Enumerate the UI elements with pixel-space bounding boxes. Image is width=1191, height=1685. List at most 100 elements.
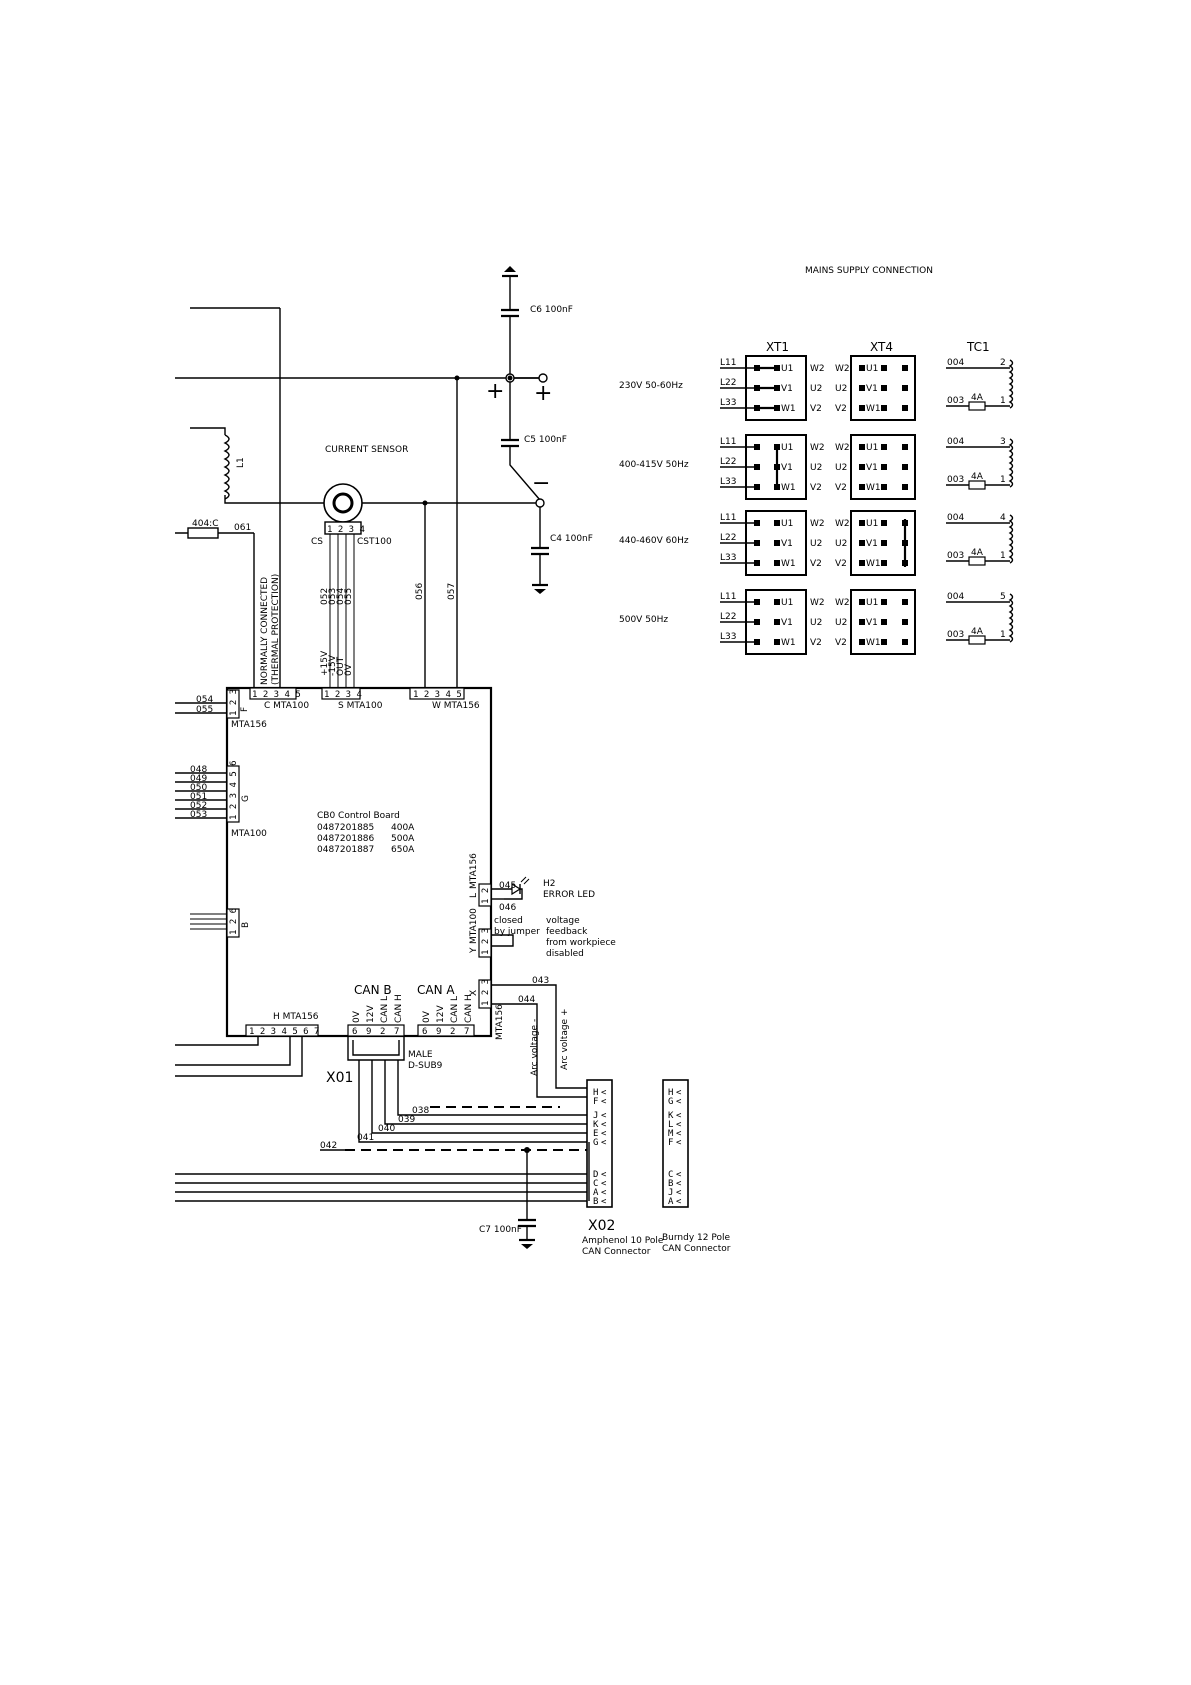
- x02-pin-mark: <: [601, 1088, 607, 1098]
- xt4-terminal-in: W2: [835, 443, 850, 453]
- mains-voltage: 230V 50-60Hz: [619, 381, 683, 391]
- conn-g-wire: 052: [190, 801, 207, 811]
- can-a-pin: 2: [450, 1027, 455, 1037]
- x02-pin-mark: <: [601, 1197, 607, 1207]
- board-part-rating: 500A: [391, 834, 415, 844]
- burndy-pin-mark: <: [676, 1120, 682, 1130]
- conn-x-pins: 1 2 3: [481, 979, 491, 1006]
- x02-pin: D: [593, 1170, 598, 1180]
- burndy-pin-mark: <: [676, 1170, 682, 1180]
- xt4-terminal-in: U2: [835, 539, 847, 549]
- xt4-terminal: W1: [866, 638, 881, 648]
- x02-pin: J: [593, 1111, 598, 1121]
- xt1-terminal: U1: [781, 443, 793, 453]
- mains-line-label: L11: [720, 592, 736, 602]
- x02-pin-mark: <: [601, 1120, 607, 1130]
- tc-fuse: 4A: [971, 627, 984, 637]
- xt4-terminal-in: U2: [835, 463, 847, 473]
- conn-y-label: MTA100: [469, 908, 479, 944]
- can-b-pin: 9: [366, 1027, 371, 1037]
- burndy-pin: H: [668, 1088, 673, 1098]
- can-b-signal: 0V: [352, 1010, 362, 1023]
- board-part-rating: 650A: [391, 845, 415, 855]
- conn-f-wire: 054: [196, 695, 213, 705]
- jumper-note: disabled: [546, 949, 584, 959]
- minus-sign: −: [532, 471, 550, 496]
- mains-line-label: L22: [720, 612, 736, 622]
- fuse-404: 404:C 061: [175, 519, 255, 690]
- error-led: 045 046 H2 ERROR LED: [491, 876, 595, 913]
- fuse-wire-label: 061: [234, 523, 251, 533]
- board-part-rating: 400A: [391, 823, 415, 833]
- xt1-header: XT1: [766, 340, 789, 354]
- can-wires: 038 039 040 041 042: [175, 1060, 593, 1202]
- burndy-pin: J: [668, 1188, 673, 1198]
- xt4-terminal-in: W2: [835, 364, 850, 374]
- capacitor-c7: C7 100nF: [479, 1150, 536, 1249]
- x02-desc1: Amphenol 10 Pole: [582, 1236, 664, 1246]
- xt4-terminal: V1: [866, 539, 878, 549]
- burndy-pin: A: [668, 1197, 674, 1207]
- xt1-terminal-out: V2: [810, 404, 822, 414]
- xt4-terminal: U1: [866, 519, 878, 529]
- mains-title: MAINS SUPPLY CONNECTION: [805, 266, 933, 276]
- can-b-pin: 2: [380, 1027, 385, 1037]
- sensor-wire: 053: [328, 588, 338, 605]
- xt1-terminal-out: W2: [810, 519, 825, 529]
- tc-tap-number: 2: [1000, 358, 1006, 368]
- tc-wire-bottom: 003: [947, 475, 964, 485]
- burndy-pin: F: [668, 1138, 673, 1148]
- jumper-left1: closed: [494, 916, 523, 926]
- xt4-terminal-in: W2: [835, 598, 850, 608]
- x02-pin: G: [593, 1138, 598, 1148]
- can-a-pin: 7: [464, 1027, 469, 1037]
- xt1-terminal: V1: [781, 618, 793, 628]
- conn-l-pins: 1 2: [481, 888, 491, 904]
- x02-pin-mark: <: [601, 1179, 607, 1189]
- burndy-pin: B: [668, 1179, 673, 1189]
- burndy-pin: K: [668, 1111, 674, 1121]
- xt1-terminal-out: U2: [810, 539, 822, 549]
- xt4-terminal-in: V2: [835, 404, 847, 414]
- xt1-terminal: U1: [781, 519, 793, 529]
- x02-pin: K: [593, 1120, 599, 1130]
- burndy-pin-mark: <: [676, 1188, 682, 1198]
- mains-line-label: L33: [720, 553, 736, 563]
- led-ref: H2: [543, 879, 556, 889]
- conn-f-wire: 055: [196, 705, 213, 715]
- sensor-pin-fn: +15V: [320, 650, 330, 676]
- burndy-pin-mark: <: [676, 1138, 682, 1148]
- xt1-terminal: U1: [781, 364, 793, 374]
- burndy-pin-mark: <: [676, 1197, 682, 1207]
- conn-c-label: C MTA100: [264, 701, 309, 711]
- x02-pin-list: H<F<J<K<E<G<D<C<A<B<: [593, 1088, 607, 1207]
- thermal-label-line1: NORMALLY CONNECTED: [260, 577, 270, 685]
- led-name: ERROR LED: [543, 890, 595, 900]
- mains-voltage: 440-460V 60Hz: [619, 536, 689, 546]
- x02-pin-mark: <: [601, 1188, 607, 1198]
- inductor-label: L1: [236, 457, 246, 468]
- xt1-terminal-out: V2: [810, 483, 822, 493]
- xt1-terminal: W1: [781, 483, 796, 493]
- burndy-pin-list: H<G<K<L<M<F<C<B<J<A<: [668, 1088, 682, 1207]
- tc-tap-bottom: 1: [1000, 551, 1006, 561]
- sensor-pins: 1 2 3 4: [327, 525, 365, 535]
- conn-x-label: MTA156: [495, 1004, 505, 1040]
- x01-connector: X01 MALE D-SUB9: [326, 1036, 443, 1086]
- xt4-terminal: U1: [866, 598, 878, 608]
- plus-sign-right: +: [534, 381, 552, 406]
- x02-pin-mark: <: [601, 1097, 607, 1107]
- jumper-note: from workpiece: [546, 938, 616, 948]
- can-b-pin: 7: [394, 1027, 399, 1037]
- conn-h-pins: 1 2 3 4 5 6 7: [249, 1027, 319, 1037]
- x02-desc2: CAN Connector: [582, 1247, 651, 1257]
- mains-line-label: L11: [720, 358, 736, 368]
- xt1-terminal: W1: [781, 638, 796, 648]
- conn-g-label: MTA100: [231, 829, 267, 839]
- board-part-number: 0487201885: [317, 823, 374, 833]
- mains-line-label: L33: [720, 477, 736, 487]
- x01-type2: D-SUB9: [408, 1061, 443, 1071]
